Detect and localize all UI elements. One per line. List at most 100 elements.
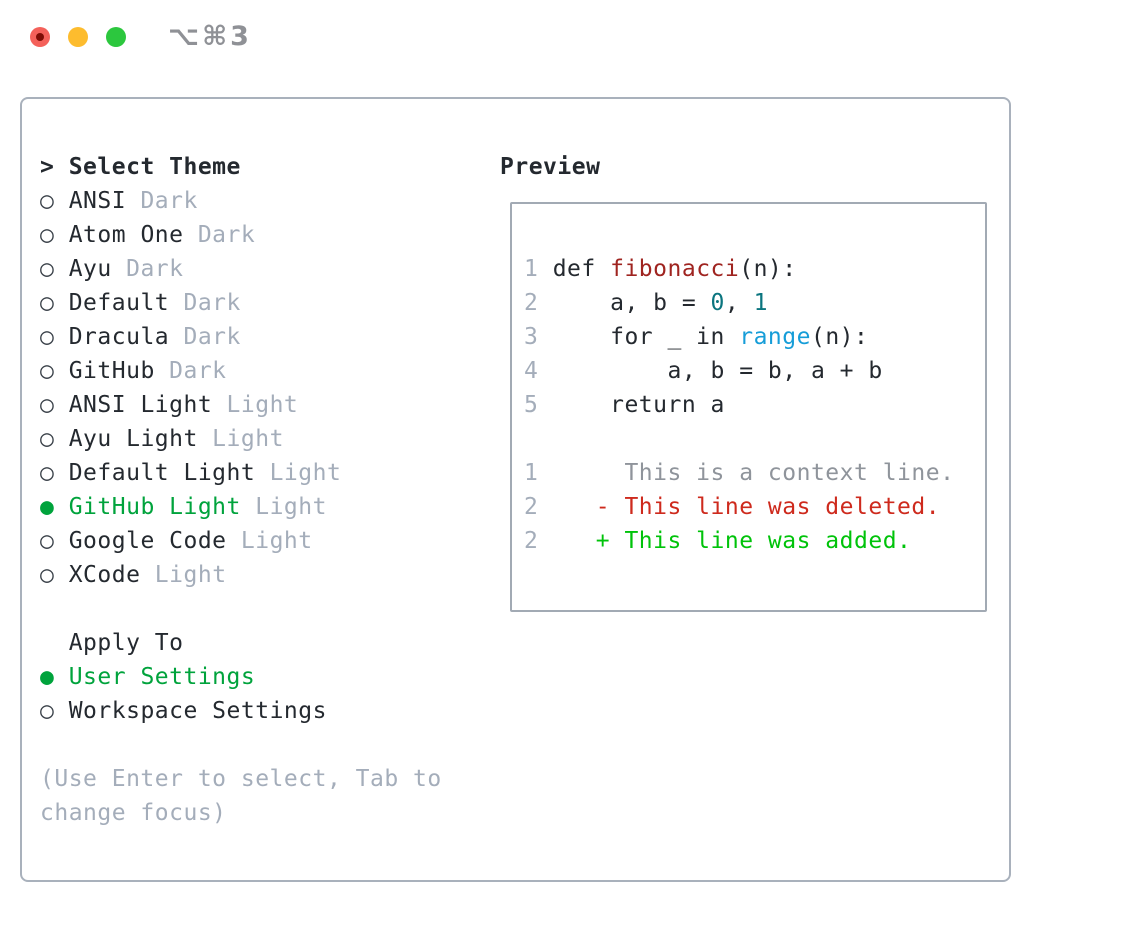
theme-option-github-light[interactable]: ● GitHub Light Light (40, 490, 442, 524)
select-theme-heading: > Select Theme (40, 150, 442, 184)
line-number: 3 (524, 324, 539, 350)
theme-variant: Light (140, 562, 227, 588)
radio-icon: ○ (40, 290, 69, 316)
line-number: 2 (524, 290, 539, 316)
theme-name: ANSI Light (68, 392, 213, 418)
code-token-plain: a, b = b, a + b (538, 358, 883, 384)
radio-icon: ○ (40, 562, 69, 588)
theme-name: Default (68, 290, 170, 316)
theme-variant: Light (212, 392, 299, 418)
theme-variant: Dark (111, 256, 184, 282)
code-token-plain: return a (538, 392, 725, 418)
theme-option-dracula[interactable]: ○ Dracula Dark (40, 320, 442, 354)
zoom-button[interactable] (106, 27, 126, 47)
theme-variant: Dark (169, 290, 241, 316)
theme-variant: Dark (126, 188, 198, 214)
spacer (40, 592, 442, 626)
code-line: 5 return a (524, 388, 985, 422)
close-button[interactable] (30, 27, 50, 47)
code-token-add: + This line was added. (538, 528, 912, 554)
theme-option-ayu-light[interactable]: ○ Ayu Light Light (40, 422, 442, 456)
radio-icon: ○ (40, 358, 69, 384)
apply-to-indent (40, 630, 69, 656)
select-theme-heading-label: Select Theme (68, 154, 241, 180)
radio-icon: ○ (40, 698, 69, 724)
apply-option-user-settings[interactable]: ● User Settings (40, 660, 442, 694)
diff-preview-group: 1 This is a context line.2 - This line w… (524, 456, 985, 558)
theme-option-ansi[interactable]: ○ ANSI Dark (40, 184, 442, 218)
radio-icon: ○ (40, 256, 69, 282)
theme-option-ayu[interactable]: ○ Ayu Dark (40, 252, 442, 286)
theme-name: Ayu Light (68, 426, 198, 452)
theme-option-ansi-light[interactable]: ○ ANSI Light Light (40, 388, 442, 422)
code-token-ctx: This is a context line. (538, 460, 955, 486)
theme-name: XCode (68, 562, 141, 588)
theme-name: GitHub (68, 358, 155, 384)
line-number: 5 (524, 392, 539, 418)
apply-option-label: User Settings (68, 664, 256, 690)
radio-icon: ○ (40, 188, 69, 214)
theme-variant: Dark (154, 358, 227, 384)
code-line: 1 def fibonacci(n): (524, 252, 985, 286)
diff-line: 2 - This line was deleted. (524, 490, 985, 524)
theme-variant: Light (197, 426, 284, 452)
window-title: ⌥⌘3 (168, 21, 252, 52)
spacer (40, 728, 442, 762)
apply-to-heading: Apply To (40, 626, 442, 660)
radio-selected-icon: ● (40, 494, 69, 520)
help-text-line-2: change focus) (40, 800, 227, 826)
theme-variant: Light (255, 460, 342, 486)
radio-selected-icon: ● (40, 664, 69, 690)
code-token-del: - This line was deleted. (538, 494, 941, 520)
theme-name: GitHub Light (68, 494, 241, 520)
diff-line: 1 This is a context line. (524, 456, 985, 490)
theme-option-github[interactable]: ○ GitHub Dark (40, 354, 442, 388)
modified-dot-icon (36, 33, 44, 41)
theme-option-google-code[interactable]: ○ Google Code Light (40, 524, 442, 558)
code-line: 2 a, b = 0, 1 (524, 286, 985, 320)
apply-option-label: Workspace Settings (68, 698, 327, 724)
theme-name: Ayu (68, 256, 112, 282)
theme-name: Atom One (68, 222, 184, 248)
diff-line: 2 + This line was added. (524, 524, 985, 558)
code-token-number: 0 (710, 290, 725, 316)
theme-option-default-light[interactable]: ○ Default Light Light (40, 456, 442, 490)
code-line: 3 for _ in range(n): (524, 320, 985, 354)
code-token-plain: a, b = (538, 290, 711, 316)
theme-name: Dracula (68, 324, 170, 350)
line-number: 2 (524, 528, 539, 554)
minimize-button[interactable] (68, 27, 88, 47)
radio-icon: ○ (40, 426, 69, 452)
theme-variant: Light (240, 494, 327, 520)
theme-name: Default Light (68, 460, 256, 486)
radio-icon: ○ (40, 324, 69, 350)
apply-option-workspace-settings[interactable]: ○ Workspace Settings (40, 694, 442, 728)
radio-icon: ○ (40, 460, 69, 486)
theme-option-default[interactable]: ○ Default Dark (40, 286, 442, 320)
theme-name: ANSI (68, 188, 127, 214)
radio-icon: ○ (40, 392, 69, 418)
code-token-plain: (n): (739, 256, 797, 282)
apply-to-heading-label: Apply To (68, 630, 184, 656)
theme-variant: Light (226, 528, 313, 554)
theme-option-atom-one[interactable]: ○ Atom One Dark (40, 218, 442, 252)
code-token-plain: (n): (810, 324, 869, 350)
apply-to-list: ● User Settings○ Workspace Settings (40, 660, 442, 728)
code-line: 4 a, b = b, a + b (524, 354, 985, 388)
theme-list: ○ ANSI Dark○ Atom One Dark○ Ayu Dark○ De… (40, 184, 442, 592)
line-number: 1 (524, 460, 539, 486)
code-token-builtin: range (739, 324, 811, 350)
line-number: 4 (524, 358, 539, 384)
theme-variant: Dark (183, 222, 256, 248)
theme-option-xcode[interactable]: ○ XCode Light (40, 558, 442, 592)
help-text-line-1: (Use Enter to select, Tab to (40, 766, 442, 792)
preview-heading: Preview (500, 154, 601, 180)
theme-variant: Dark (169, 324, 241, 350)
code-token-number: 1 (753, 290, 768, 316)
code-token-plain: for _ in (538, 324, 740, 350)
theme-name: Google Code (68, 528, 227, 554)
line-number: 2 (524, 494, 539, 520)
